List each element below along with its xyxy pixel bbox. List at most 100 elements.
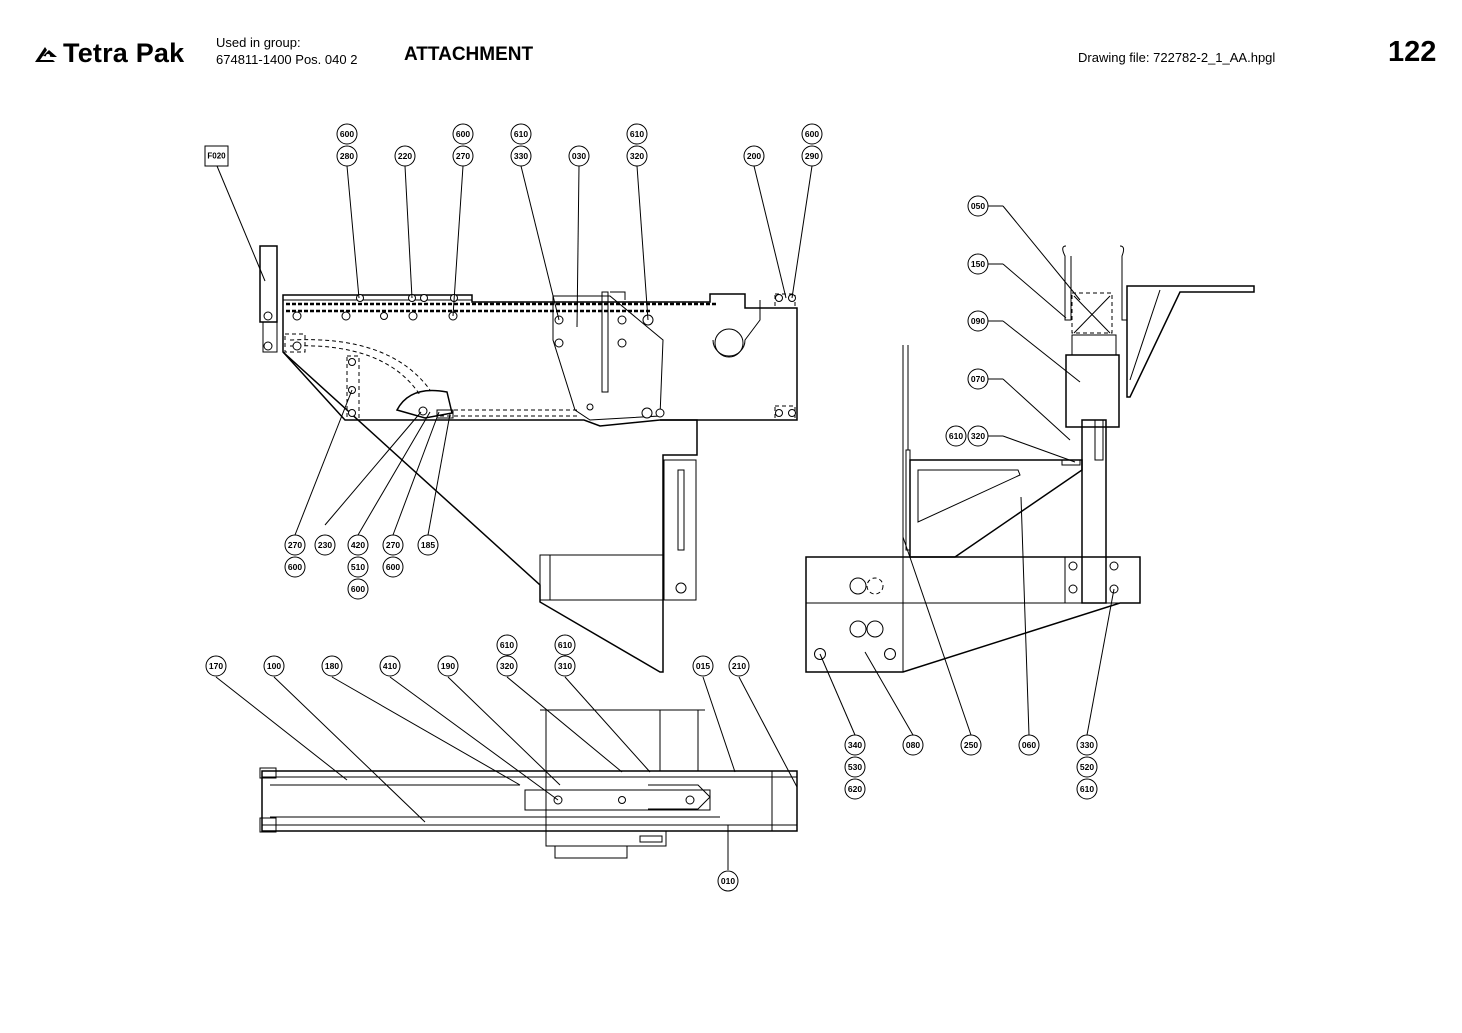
callout-bubble: 600 xyxy=(347,578,369,600)
svg-text:190: 190 xyxy=(441,661,455,671)
callout-bubble: 185 xyxy=(417,534,439,556)
svg-text:610: 610 xyxy=(1080,784,1094,794)
svg-text:320: 320 xyxy=(971,431,985,441)
brand-name: Tetra Pak xyxy=(63,38,185,68)
callout-bubble: 270 xyxy=(382,534,404,556)
callout-bubble: 280 xyxy=(336,145,358,167)
svg-text:610: 610 xyxy=(949,431,963,441)
svg-text:320: 320 xyxy=(630,151,644,161)
callout-bubble: 150 xyxy=(967,253,989,275)
callout-bubble: 530 xyxy=(844,756,866,778)
callout-bubble: 010 xyxy=(717,870,739,892)
svg-text:320: 320 xyxy=(500,661,514,671)
callout-bubble: 250 xyxy=(960,734,982,756)
side-view xyxy=(805,245,1255,673)
top-view-leaders xyxy=(216,165,813,536)
callout-bubble: 270 xyxy=(452,145,474,167)
svg-text:270: 270 xyxy=(386,540,400,550)
callout-bubble: 610 xyxy=(554,634,576,656)
svg-text:250: 250 xyxy=(964,740,978,750)
callout-bubble: 200 xyxy=(743,145,765,167)
callout-bubble: 410 xyxy=(379,655,401,677)
callouts: F020 600 280 220 600 270 610 330 030 610… xyxy=(204,123,1098,892)
callout-bubble: 290 xyxy=(801,145,823,167)
svg-text:610: 610 xyxy=(630,129,644,139)
callout-bubble: 070 xyxy=(967,368,989,390)
callout-bubble: 520 xyxy=(1076,756,1098,778)
callout-bubble: 230 xyxy=(314,534,336,556)
svg-text:180: 180 xyxy=(325,661,339,671)
svg-text:210: 210 xyxy=(732,661,746,671)
svg-text:015: 015 xyxy=(696,661,710,671)
svg-text:530: 530 xyxy=(848,762,862,772)
brand: Tetra Pak xyxy=(33,38,184,69)
callout-bubble: 310 xyxy=(554,655,576,677)
page-number: 122 xyxy=(1388,36,1437,68)
callout-bubble: 080 xyxy=(902,734,924,756)
used-label: Used in group: xyxy=(216,35,301,50)
svg-text:330: 330 xyxy=(1080,740,1094,750)
callout-bubble: 600 xyxy=(452,123,474,145)
callout-bubble: 330 xyxy=(510,145,532,167)
callout-bubble: 610 xyxy=(626,123,648,145)
callout-bubble: 610 xyxy=(1076,778,1098,800)
svg-text:610: 610 xyxy=(514,129,528,139)
bottom-view-leaders xyxy=(215,676,798,870)
svg-text:600: 600 xyxy=(805,129,819,139)
callout-bubble: 030 xyxy=(568,145,590,167)
callout-bubble: 220 xyxy=(394,145,416,167)
svg-text:620: 620 xyxy=(848,784,862,794)
callout-bubble: 320 xyxy=(496,655,518,677)
tetra-pak-logo-icon xyxy=(35,46,57,62)
svg-text:270: 270 xyxy=(288,540,302,550)
side-view-leaders xyxy=(819,205,1115,736)
svg-text:080: 080 xyxy=(906,740,920,750)
callout-bubble: 600 xyxy=(801,123,823,145)
callout-bubble: 420 xyxy=(347,534,369,556)
drawing-file: Drawing file: 722782-2_1_AA.hpgl xyxy=(1078,50,1276,65)
used-value: 674811-1400 Pos. 040 2 xyxy=(216,52,358,67)
callout-bubble: 190 xyxy=(437,655,459,677)
svg-text:230: 230 xyxy=(318,540,332,550)
callout-bubble: 600 xyxy=(382,556,404,578)
callout-bubble: 210 xyxy=(728,655,750,677)
page-title: ATTACHMENT xyxy=(404,44,534,65)
svg-text:290: 290 xyxy=(805,151,819,161)
svg-text:280: 280 xyxy=(340,151,354,161)
svg-text:600: 600 xyxy=(340,129,354,139)
svg-text:200: 200 xyxy=(747,151,761,161)
callout-bubble: 600 xyxy=(336,123,358,145)
svg-text:340: 340 xyxy=(848,740,862,750)
svg-text:220: 220 xyxy=(398,151,412,161)
svg-text:510: 510 xyxy=(351,562,365,572)
top-view xyxy=(259,245,798,673)
svg-text:090: 090 xyxy=(971,316,985,326)
svg-text:520: 520 xyxy=(1080,762,1094,772)
svg-text:185: 185 xyxy=(421,540,435,550)
svg-text:600: 600 xyxy=(288,562,302,572)
svg-text:610: 610 xyxy=(500,640,514,650)
callout-bubble: 620 xyxy=(844,778,866,800)
svg-text:600: 600 xyxy=(351,584,365,594)
callout-bubble: 270 xyxy=(284,534,306,556)
svg-text:100: 100 xyxy=(267,661,281,671)
callout-bubble: 090 xyxy=(967,310,989,332)
callout-bubble: 610 xyxy=(496,634,518,656)
callout-bubble: 610 xyxy=(945,425,967,447)
svg-text:060: 060 xyxy=(1022,740,1036,750)
svg-text:050: 050 xyxy=(971,201,985,211)
callout-bubble: 050 xyxy=(967,195,989,217)
callout-bubble: 600 xyxy=(284,556,306,578)
svg-text:030: 030 xyxy=(572,151,586,161)
callout-bubble: 510 xyxy=(347,556,369,578)
callout-bubble: 015 xyxy=(692,655,714,677)
svg-text:420: 420 xyxy=(351,540,365,550)
callout-bubble: 100 xyxy=(263,655,285,677)
callout-bubble: 060 xyxy=(1018,734,1040,756)
bottom-view xyxy=(259,709,798,859)
svg-text:600: 600 xyxy=(456,129,470,139)
callout-bubble: 170 xyxy=(205,655,227,677)
callout-bubble: 340 xyxy=(844,734,866,756)
svg-text:070: 070 xyxy=(971,374,985,384)
